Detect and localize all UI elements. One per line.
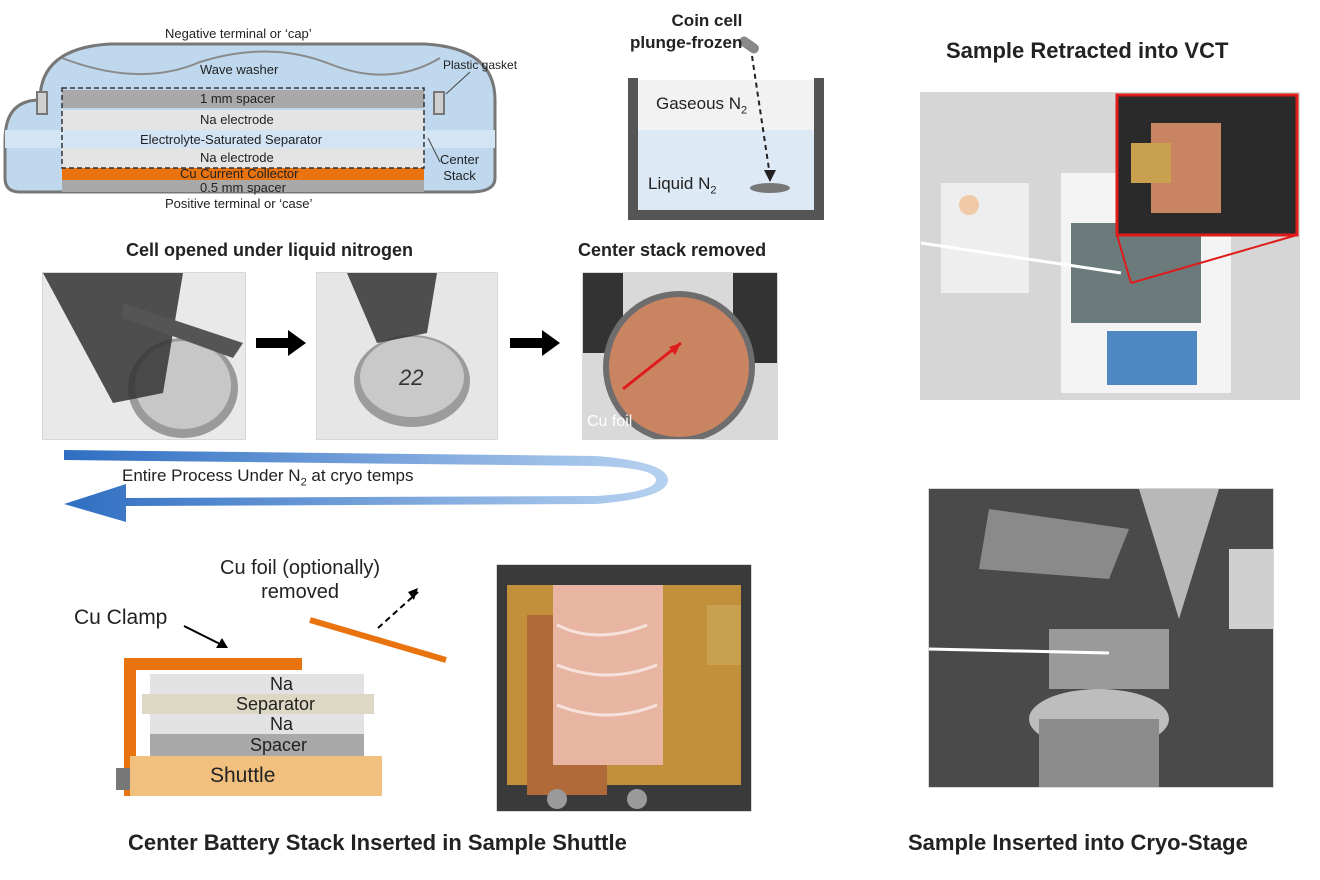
coin-cell-shape <box>3 42 497 194</box>
liquid-n2-label: Liquid N2 <box>648 174 717 196</box>
na-electrode-bottom-label: Na electrode <box>200 150 274 165</box>
layer-na-bottom: Na <box>270 714 294 734</box>
opening-title: Cell opened under liquid nitrogen <box>126 240 413 260</box>
liquid-text: Liquid N <box>648 174 711 193</box>
process-label: Entire Process Under N2 at cryo temps <box>122 466 413 488</box>
neg-terminal-label: Negative terminal or ‘cap’ <box>165 26 312 41</box>
cu-foil-removed-line2: removed <box>261 581 339 603</box>
spacer-05mm-label: 0.5 mm spacer <box>200 180 286 195</box>
cryo-photo-art <box>929 489 1273 787</box>
center-removed-title: Center stack removed <box>578 240 767 260</box>
plunge-title-line2: plunge-frozen <box>630 33 743 52</box>
coin-cell-diagram: Negative terminal or ‘cap’ Wave washer P… <box>0 0 600 220</box>
coin-photo-1-art <box>43 273 243 438</box>
na-electrode-top-label: Na electrode <box>200 112 274 127</box>
coin-mark-label: 22 <box>399 365 424 390</box>
process-sub: 2 <box>300 476 307 489</box>
cu-clamp-label: Cu Clamp <box>74 606 168 629</box>
shuttle-diagram: Cu foil (optionally) removed Cu Clamp Na… <box>60 548 480 808</box>
gaseous-text: Gaseous N <box>656 94 742 113</box>
plunge-title: Coin cell plunge-frozen <box>630 10 742 54</box>
shuttle-caption: Center Battery Stack Inserted in Sample … <box>128 830 627 855</box>
gaseous-n2-label: Gaseous N2 <box>656 94 747 116</box>
plastic-gasket-label: Plastic gasket <box>443 58 518 72</box>
plunge-dewar <box>628 36 824 220</box>
process-prefix: Entire Process Under N <box>122 466 301 485</box>
spacer-1mm-label: 1 mm spacer <box>200 91 276 106</box>
shuttle-photo <box>496 564 752 812</box>
shuttle-stack-art <box>116 588 447 796</box>
layer-spacer: Spacer <box>250 735 308 755</box>
cu-foil-label: Cu foil <box>587 413 633 430</box>
process-arrow <box>56 440 676 530</box>
u-turn-arrow-icon <box>64 450 668 522</box>
cu-collector-label: Cu Current Collector <box>180 166 299 181</box>
arrow-icon <box>256 330 306 361</box>
plunge-title-line1: Coin cell <box>671 11 743 30</box>
vct-photo <box>920 92 1300 400</box>
center-stack-line1: Center <box>440 152 480 167</box>
cryo-caption: Sample Inserted into Cryo-Stage <box>908 830 1248 855</box>
plunge-freeze-diagram: Coin cell plunge-frozen Gaseous N2 Liqui… <box>600 0 860 230</box>
layer-na-top: Na <box>270 674 294 694</box>
wave-washer-label: Wave washer <box>200 62 279 77</box>
opening-photo-2: 22 <box>316 272 498 440</box>
separator-label: Electrolyte-Saturated Separator <box>140 132 323 147</box>
coin-photo-2-art <box>347 273 470 427</box>
layer-shuttle: Shuttle <box>210 764 276 787</box>
shuttle-photo-art <box>507 585 741 809</box>
center-removed-photo: Cu foil <box>582 272 778 440</box>
cu-disk-art <box>583 273 777 439</box>
gaseous-subscript: 2 <box>741 104 748 117</box>
cryo-photo <box>928 488 1274 788</box>
center-stack-line2: Stack <box>443 168 476 183</box>
liquid-subscript: 2 <box>710 184 717 197</box>
arrow-icon <box>510 330 560 361</box>
pos-terminal-label: Positive terminal or ‘case’ <box>165 196 313 211</box>
center-stack-label: Center Stack <box>440 152 479 184</box>
opening-photo-1 <box>42 272 246 440</box>
layer-separator: Separator <box>236 694 316 714</box>
process-suffix: at cryo temps <box>306 466 414 485</box>
vct-photo-art <box>921 93 1299 399</box>
cu-foil-removed-line1: Cu foil (optionally) <box>220 557 381 579</box>
cu-foil-removed-label: Cu foil (optionally) removed <box>220 556 380 604</box>
vct-title: Sample Retracted into VCT <box>946 38 1229 63</box>
